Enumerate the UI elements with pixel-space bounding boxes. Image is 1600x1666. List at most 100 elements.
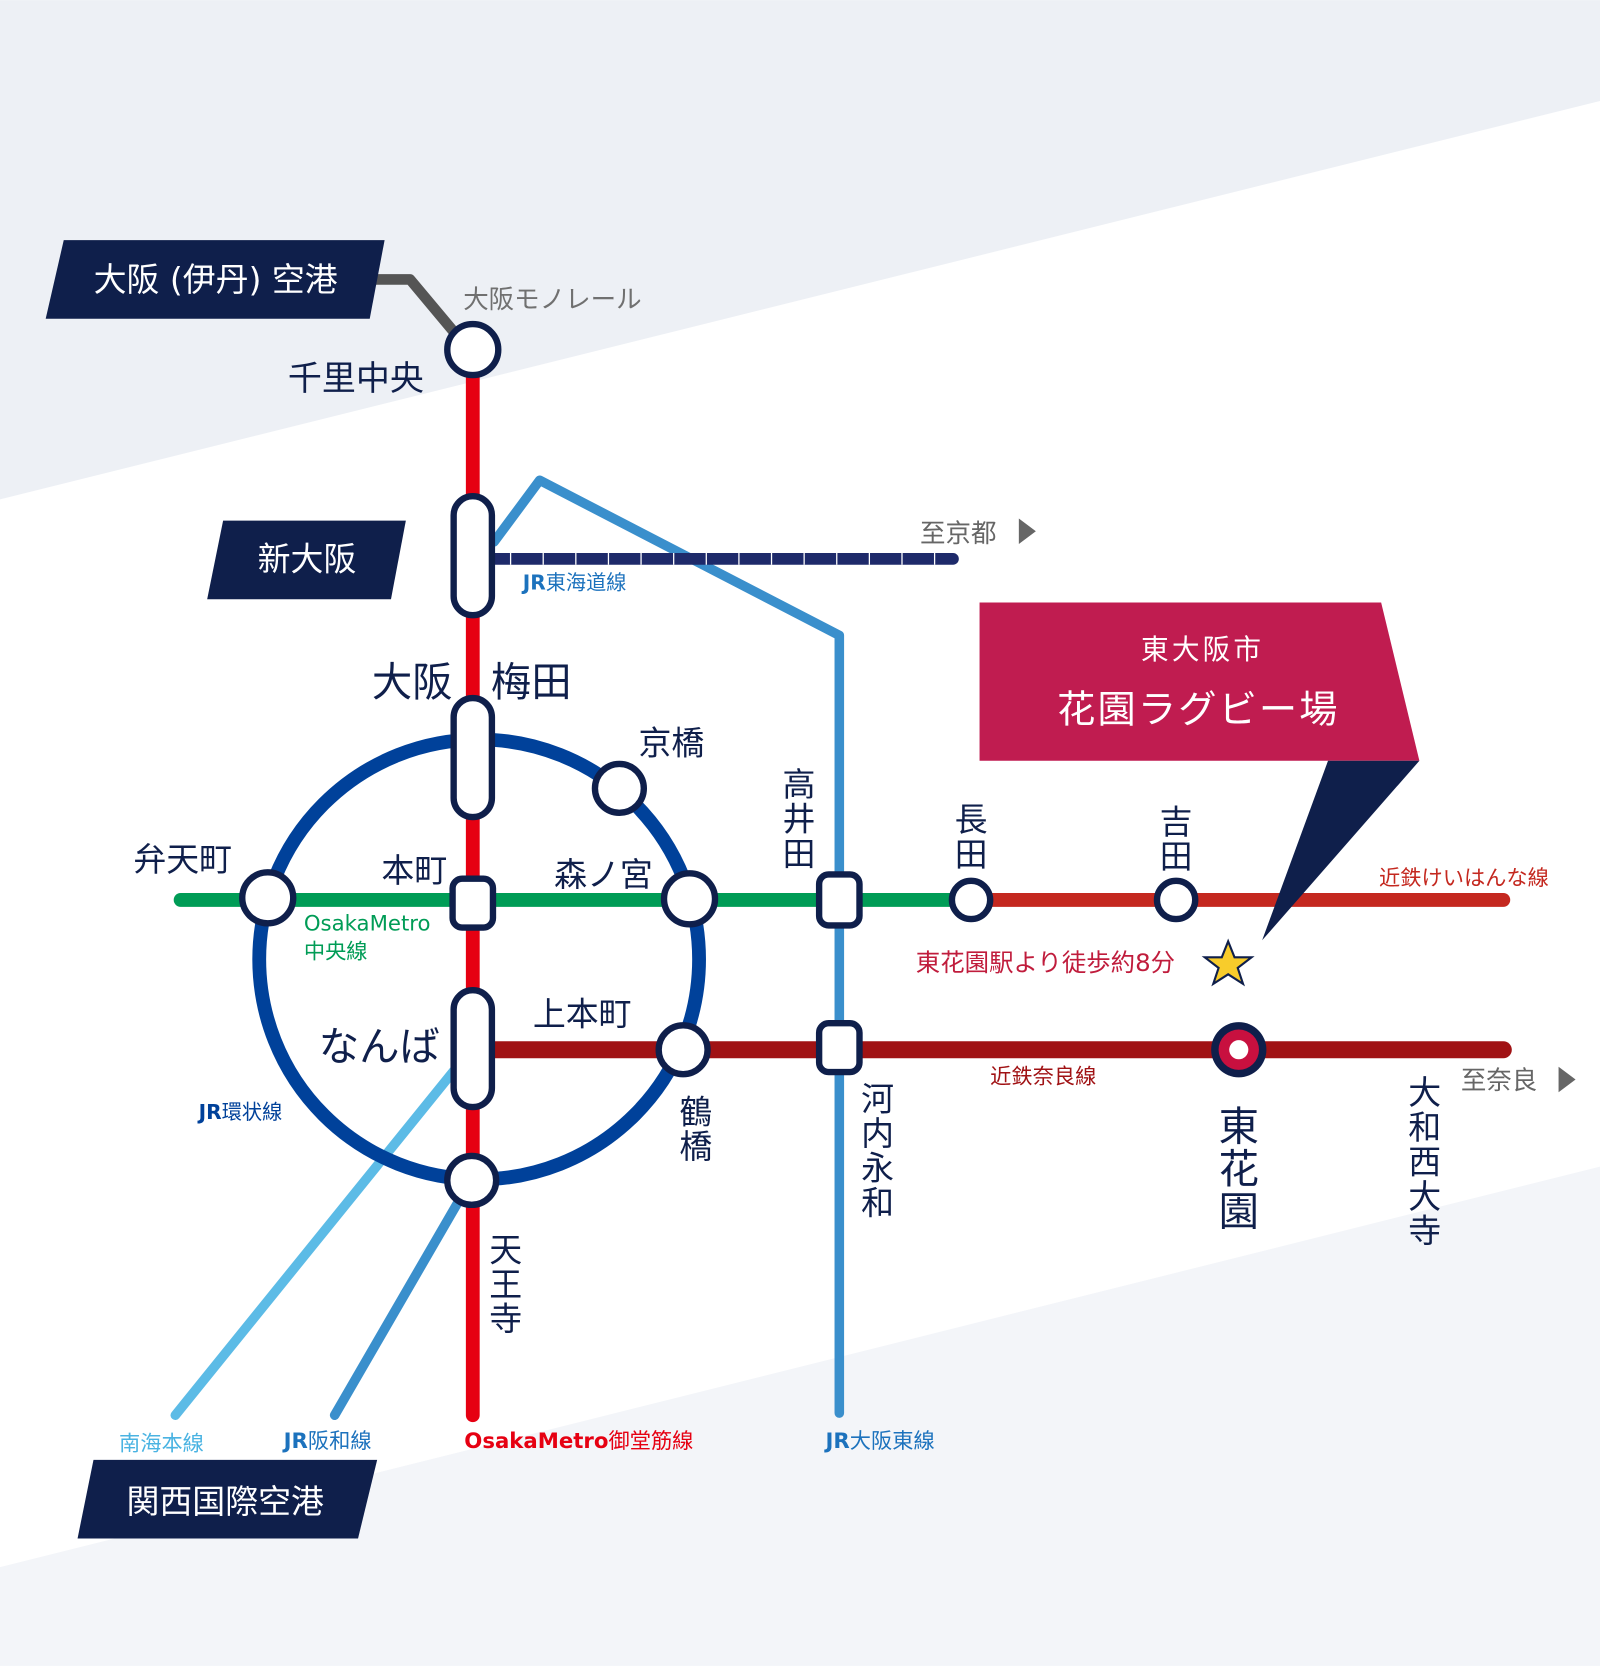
walk-note: 東花園駅より徒歩約8分 [916,948,1175,977]
label-nankai: 南海本線 [119,1431,204,1456]
airport-kansai-label: 関西国際空港 [126,1482,324,1521]
background-band-bottom [0,1166,1600,1666]
callout-venue: 花園ラグビー場 [1057,689,1340,733]
vertical-char: 永 [861,1149,894,1188]
vertical-char: 長 [955,800,988,839]
label-senri-chuo: 千里中央 [288,359,424,399]
label-bentencho: 弁天町 [133,840,232,879]
label-osaka: 大阪 [372,659,453,706]
vertical-char: 田 [955,835,988,874]
station-tennoji-marker[interactable] [444,1152,500,1209]
station-kyobashi-marker[interactable] [591,760,648,817]
label-yamato-saidaiji: 大和西大寺 [1408,1073,1441,1250]
vertical-char: 寺 [489,1300,522,1339]
station-honmachi-marker[interactable] [449,875,497,931]
background-band-top [0,0,1600,500]
vertical-char: 大 [1408,1073,1441,1112]
vertical-char: 和 [1408,1108,1441,1147]
station-bentencho-marker[interactable] [239,869,297,927]
station-morinomiya-marker[interactable] [660,870,719,928]
vertical-char: 寺 [1408,1212,1441,1251]
vertical-char: 鶴 [679,1092,712,1131]
vertical-char: 吉 [1160,802,1193,841]
midosuji-jp: 御堂筋線 [608,1429,693,1454]
label-keihanna: 近鉄けいはんな線 [1379,866,1549,891]
line-nankai [170,1066,459,1420]
hanwa-name: 阪和線 [308,1429,372,1454]
label-uehonmachi: 上本町 [533,994,632,1033]
station-nagata-marker[interactable] [948,877,994,923]
vertical-char: 西 [1408,1142,1441,1181]
station-kawachi-eiwa-marker[interactable] [815,1019,863,1076]
vertical-char: 内 [861,1114,894,1153]
station-tsuruhashi-marker[interactable] [655,1022,711,1078]
label-chuo-en: OsakaMetro [304,912,431,937]
stations [239,320,1267,1209]
station-namba-marker[interactable] [450,987,496,1111]
label-to-kyoto: 至京都 [920,519,996,549]
label-takaida: 高井田 [782,765,815,873]
label-umeda: 梅田 [491,659,572,706]
label-higashi-hanazono: 東花園 [1219,1104,1259,1236]
to-nara: 至奈良 [1461,1066,1576,1096]
label-chuo-jp: 中央線 [304,939,368,964]
vertical-char: 田 [1160,837,1193,876]
label-namba: なんば [319,1023,440,1070]
station-takaida-marker[interactable] [815,871,863,929]
label-jr-tokaido: JR東海道線 [521,571,627,595]
tokaido-name: 東海道線 [546,571,627,595]
vertical-char: 橋 [679,1127,712,1166]
label-jr-hanwa: JR阪和線 [282,1429,372,1454]
label-honmachi: 本町 [381,851,447,890]
vertical-char: 東 [1219,1104,1259,1151]
play-triangle-icon [1018,518,1036,545]
callout-city: 東大阪市 [1141,633,1264,666]
label-tsuruhashi: 鶴橋 [679,1092,712,1166]
to-kyoto: 至京都 [920,518,1036,549]
vertical-char: 井 [782,800,815,839]
label-midosuji: OsakaMetro御堂筋線 [464,1429,693,1454]
jr-prefix: JR [197,1100,223,1124]
airport-itami-box [45,240,385,319]
vertical-char: 園 [1219,1188,1259,1235]
jr-prefix: JR [282,1429,308,1454]
vertical-char: 王 [489,1265,522,1304]
shin-osaka-box-label: 新大阪 [258,540,357,579]
bullseye-station-icon[interactable] [1211,1022,1267,1078]
vertical-char: 田 [782,834,815,873]
label-jr-loop: JR環状線 [197,1100,283,1124]
label-to-nara: 至奈良 [1461,1066,1537,1096]
label-kawachi-eiwa: 河内永和 [861,1080,894,1223]
station-yoshida-marker[interactable] [1153,877,1199,923]
higashi-name: 大阪東線 [850,1429,935,1454]
callout-pointer [1262,760,1420,941]
label-yoshida: 吉田 [1160,802,1193,876]
label-tennoji: 天王寺 [489,1230,522,1338]
label-kyobashi: 京橋 [639,723,705,762]
line-monorail [369,274,464,342]
shin-osaka-box [207,520,406,600]
loop-name: 環状線 [222,1100,283,1124]
jr-prefix: JR [823,1429,849,1454]
airport-kansai-box [77,1459,378,1539]
vertical-char: 花 [1219,1146,1259,1193]
station-umeda-marker[interactable] [450,694,496,821]
label-jr-osaka-higashi: JR大阪東線 [823,1429,934,1454]
star-icon [1201,938,1255,987]
line-jr-hanwa [329,1195,464,1420]
play-triangle-icon [1558,1066,1576,1093]
label-nagata: 長田 [955,800,988,874]
midosuji-en: OsakaMetro [464,1429,608,1454]
airport-itami-label: 大阪 (伊丹) 空港 [94,260,338,299]
callout-box [979,602,1420,761]
vertical-char: 大 [1408,1177,1441,1216]
vertical-char: 高 [782,765,815,804]
station-senri-chuo-marker[interactable] [444,320,502,379]
jr-prefix: JR [521,571,547,595]
station-shin-osaka-marker[interactable] [450,493,496,619]
label-monorail: 大阪モノレール [463,285,641,315]
vertical-char: 河 [861,1080,894,1119]
vertical-char: 天 [489,1230,522,1269]
label-nara-line: 近鉄奈良線 [990,1065,1096,1090]
